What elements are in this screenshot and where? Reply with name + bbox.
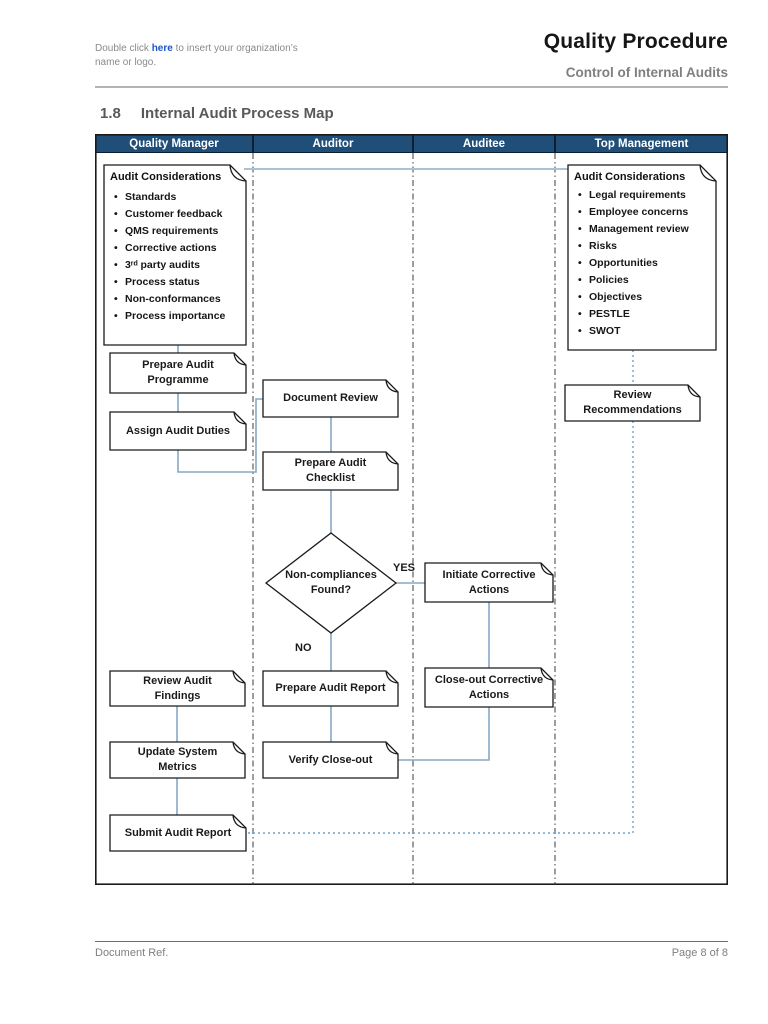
org-placeholder-text: Double click here to insert your organiz… — [95, 42, 335, 70]
section-title: Internal Audit Process Map — [140, 105, 334, 122]
footer-divider — [95, 941, 728, 942]
initiate-corrective-fold — [540, 562, 554, 576]
bullet-item: •Legal requirements — [578, 189, 686, 201]
section-number: 1.8 — [100, 105, 121, 122]
footer-page-number: Page 8 of 8 — [671, 947, 728, 959]
node-review-recommendations-shape — [564, 384, 701, 422]
review-recommendations-fold — [687, 384, 701, 398]
lane-header-top-management: Top Management — [555, 134, 728, 153]
closeout-corrective-fold — [540, 667, 554, 681]
tm-considerations-fold — [699, 164, 717, 182]
dotted-connectors — [246, 350, 634, 834]
process-map: Quality Manager Auditor Auditee Top Mana… — [95, 134, 728, 885]
bullet-item: •Standards — [114, 191, 177, 203]
node-qm-considerations-shape — [103, 164, 247, 346]
bullet-item: •Policies — [578, 274, 629, 286]
prepare-audit-checklist-fold — [385, 451, 399, 465]
bullet-item: •3ʳᵈ party audits — [114, 259, 201, 271]
prepare-audit-report-fold — [385, 670, 399, 684]
submit-audit-report-fold — [232, 814, 247, 829]
tm-considerations-list: •Legal requirements •Employee concerns •Ma… — [578, 189, 712, 342]
bullet-item: •Corrective actions — [114, 242, 217, 254]
document-review-fold — [385, 379, 399, 393]
bullet-item: •SWOT — [578, 325, 621, 337]
connector-duties-to-document-review — [177, 398, 263, 473]
qm-considerations-title: Audit Considerations — [110, 171, 222, 183]
org-hint-prefix: Double click — [95, 43, 152, 54]
connector-closeout-to-verify — [398, 707, 490, 761]
bullet-item: •QMS requirements — [114, 225, 219, 237]
qm-considerations-list: •Standards •Customer feedback •QMS require… — [114, 191, 242, 327]
node-prepare-audit-programme-shape — [109, 352, 247, 394]
node-assign-audit-duties-shape — [109, 411, 247, 451]
yes-branch-label: YES — [393, 562, 416, 574]
bullet-item: •Employee concerns — [578, 206, 689, 218]
document-title: Quality Procedure — [543, 30, 728, 53]
footer-document-ref: Document Ref. — [95, 947, 169, 959]
node-prepare-audit-checklist-shape — [262, 451, 399, 491]
org-hint-line2: name or logo. — [95, 57, 157, 68]
node-tm-considerations-shape — [567, 164, 717, 351]
node-submit-audit-report-shape — [109, 814, 247, 852]
section-heading: 1.8 Internal Audit Process Map — [100, 105, 334, 122]
bullet-item: •Process status — [114, 276, 200, 288]
node-verify-closeout-shape — [262, 741, 399, 779]
bullet-item: •Management review — [578, 223, 689, 235]
decision-diamond-shape — [264, 532, 398, 634]
diagram-canvas — [95, 134, 728, 885]
connector-recommendations-feedback — [246, 421, 634, 834]
lane-header-quality-manager: Quality Manager — [95, 134, 253, 153]
table-border — [95, 134, 728, 885]
node-prepare-audit-report-shape — [262, 670, 399, 707]
connectors — [176, 168, 568, 815]
bullet-item: •Risks — [578, 240, 618, 252]
document-subtitle: Control of Internal Audits — [565, 65, 728, 80]
bullet-item: •Process importance — [114, 310, 226, 322]
qm-considerations-fold — [229, 164, 247, 182]
prepare-audit-programme-fold — [233, 352, 247, 366]
bullet-item: •Opportunities — [578, 257, 658, 269]
shapes — [103, 164, 717, 852]
bullet-item: •PESTLE — [578, 308, 630, 320]
bullet-item: •Non-conformances — [114, 293, 221, 305]
node-closeout-corrective-shape — [424, 667, 554, 708]
review-audit-findings-fold — [232, 670, 246, 684]
tm-considerations-title: Audit Considerations — [574, 171, 686, 183]
node-document-review-shape — [262, 379, 399, 418]
header-divider — [95, 86, 728, 88]
lane-dividers — [252, 153, 556, 884]
verify-closeout-fold — [385, 741, 399, 755]
bullet-item: •Objectives — [578, 291, 643, 303]
org-hint-suffix: to insert your organization’s — [172, 43, 298, 54]
node-initiate-corrective-shape — [424, 562, 554, 603]
assign-audit-duties-fold — [233, 411, 247, 425]
no-branch-label: NO — [295, 642, 312, 654]
node-update-system-metrics-shape — [109, 741, 246, 779]
bullet-item: •Customer feedback — [114, 208, 223, 220]
update-system-metrics-fold — [232, 741, 246, 755]
insert-logo-link[interactable]: here — [151, 43, 173, 54]
node-review-audit-findings-shape — [109, 670, 246, 707]
